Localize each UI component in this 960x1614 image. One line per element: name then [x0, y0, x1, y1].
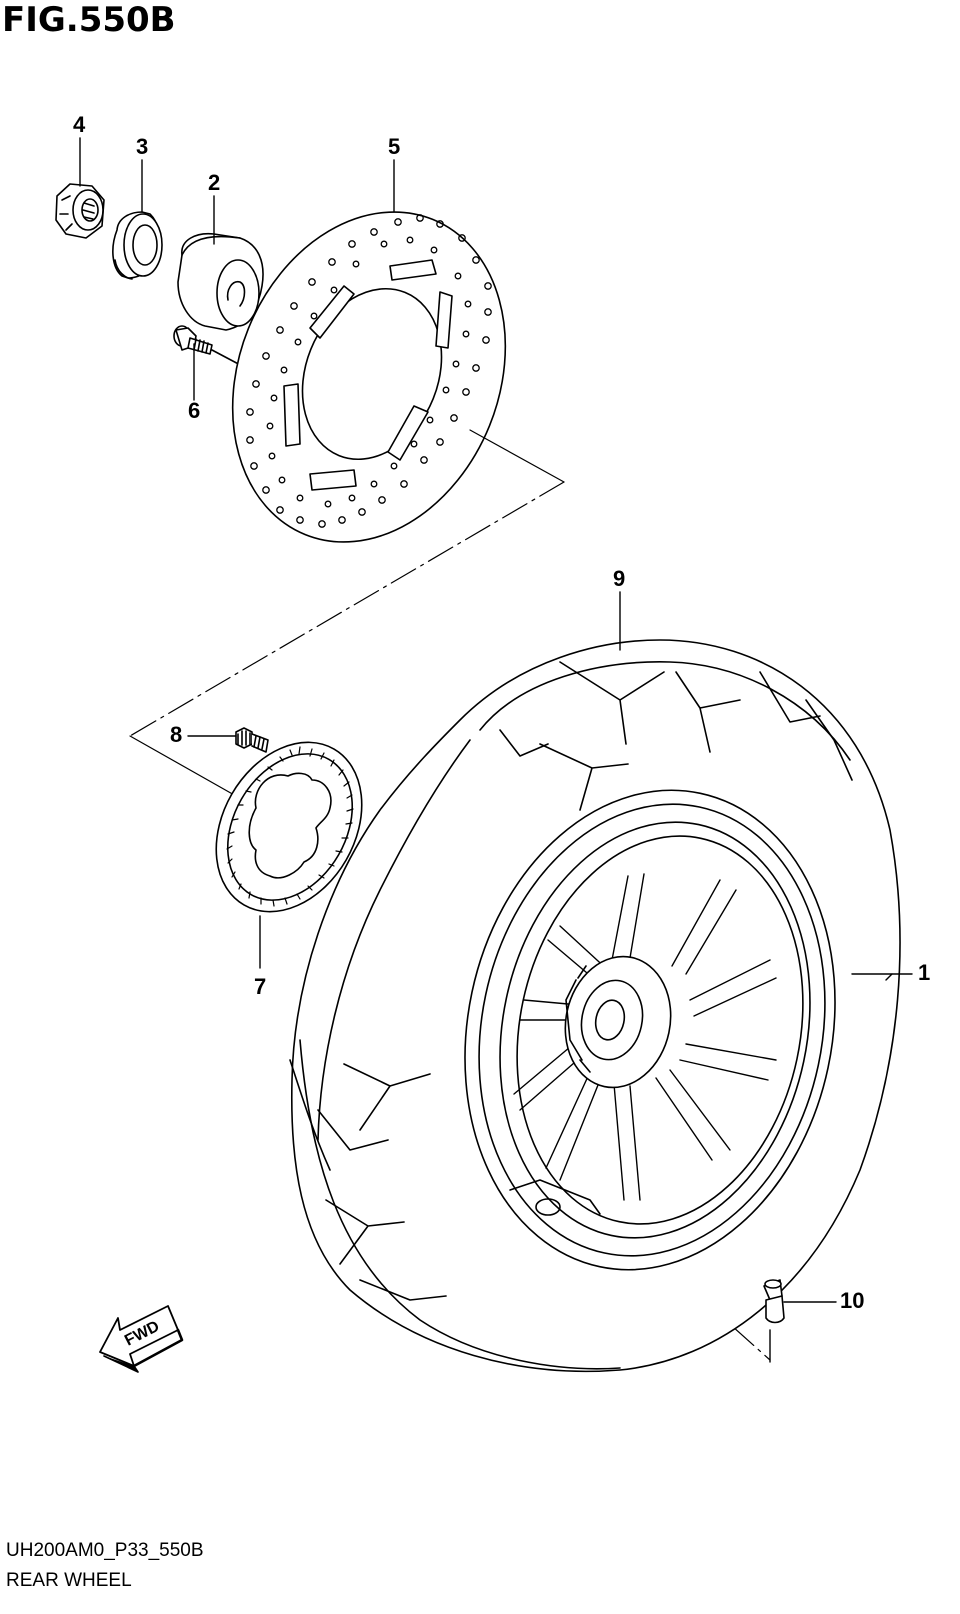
callout-6: 6: [188, 398, 201, 423]
callout-3: 3: [136, 134, 149, 159]
air-valve-part-10: [763, 1279, 785, 1324]
leader-lines: [79, 137, 913, 1363]
abs-sensor-rotor-part-7: [215, 741, 363, 913]
diagram-caption: REAR WHEEL: [6, 1570, 132, 1591]
callout-4: 4: [73, 112, 86, 137]
callout-8: 8: [170, 722, 183, 747]
callout-5: 5: [388, 134, 401, 159]
brake-disc-part-5: [231, 211, 507, 543]
screw-part-8: [235, 727, 269, 753]
callout-10: 10: [840, 1288, 865, 1313]
flange-nut-part-4: [55, 183, 105, 239]
bolt-part-6: [173, 325, 247, 369]
disc-drill-holes: [246, 214, 492, 528]
callout-7: 7: [254, 974, 267, 999]
spacer-part-2: [177, 232, 264, 331]
abs-rotor-teeth: [226, 746, 354, 907]
rear-wheel-part-1: [289, 639, 901, 1373]
washer-part-3: [112, 211, 163, 280]
callout-1: 1: [918, 960, 931, 985]
diagram-code: UH200AM0_P33_550B: [6, 1540, 204, 1561]
callout-9: 9: [613, 566, 626, 591]
callout-2: 2: [208, 170, 221, 195]
wheel-spokes: [513, 873, 777, 1201]
figure-title: FIG.550B: [2, 0, 176, 40]
fwd-arrow-icon: FWD: [99, 1305, 184, 1373]
